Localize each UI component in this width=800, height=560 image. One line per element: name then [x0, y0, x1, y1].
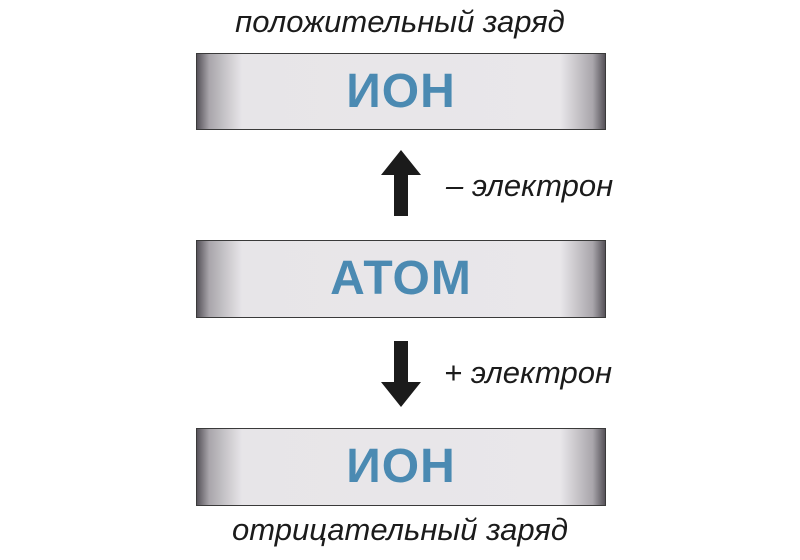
atom-box: АТОМ	[196, 240, 606, 318]
negative-charge-caption: отрицательный заряд	[232, 512, 568, 547]
remove-electron-label: – электрон	[446, 168, 614, 203]
ion-box-negative: ИОН	[196, 428, 606, 506]
arrow-down-icon	[381, 341, 421, 407]
ion-box-positive: ИОН	[196, 53, 606, 130]
ion-label-positive: ИОН	[346, 64, 456, 118]
arrow-up-icon	[381, 150, 421, 216]
atom-label: АТОМ	[330, 252, 472, 305]
ion-label-negative: ИОН	[346, 440, 456, 493]
add-electron-label: + электрон	[444, 355, 613, 390]
positive-charge-caption: положительный заряд	[235, 4, 565, 39]
